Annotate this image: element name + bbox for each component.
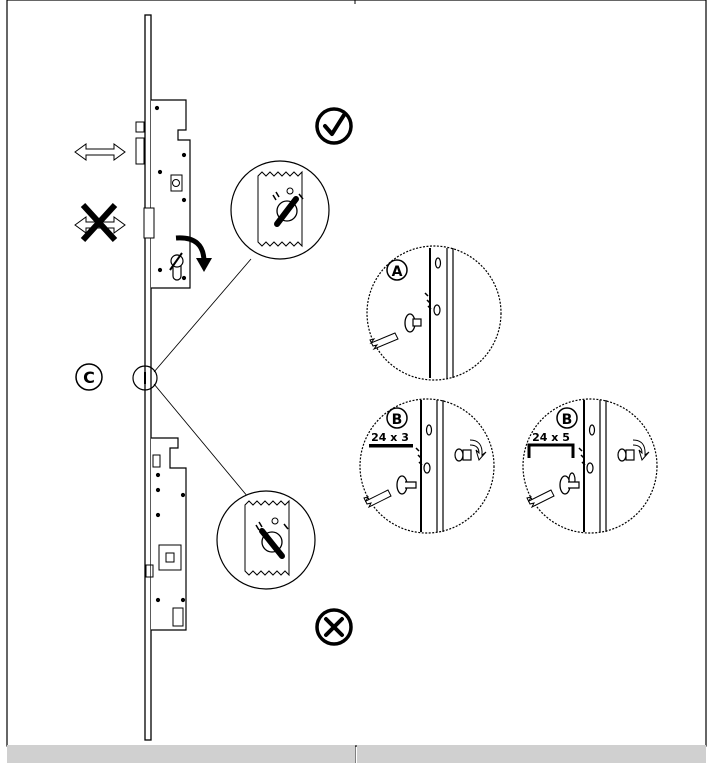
page-border [6, 0, 707, 747]
detail-b-insert-screw-5 [522, 398, 658, 534]
lock-faceplate [135, 14, 191, 741]
x-circle-icon [315, 608, 353, 646]
point-c-marker [75, 363, 103, 391]
dimension-left: 24 x 3 [371, 431, 409, 444]
double-arrow-icon [74, 143, 126, 161]
detail-a-remove-screw [366, 245, 502, 381]
detail-point-circle [132, 365, 158, 391]
check-circle-icon [315, 107, 353, 145]
label-c: C [83, 368, 95, 387]
leader-line-upper [153, 258, 252, 373]
rotate-arrow-icon [175, 235, 212, 272]
leader-line-lower [153, 383, 249, 498]
label-a: A [392, 264, 403, 280]
label-b-left: B [392, 412, 403, 428]
footer-left-panel [7, 745, 355, 763]
label-b-right: B [562, 412, 573, 428]
detail-b-insert-screw-3 [359, 398, 495, 534]
cross-mark-icon [80, 202, 118, 243]
footer-right-panel [357, 745, 706, 763]
detail-wrong-orientation [216, 490, 316, 590]
detail-correct-orientation [230, 160, 330, 260]
dimension-right: 24 x 5 [532, 431, 570, 444]
